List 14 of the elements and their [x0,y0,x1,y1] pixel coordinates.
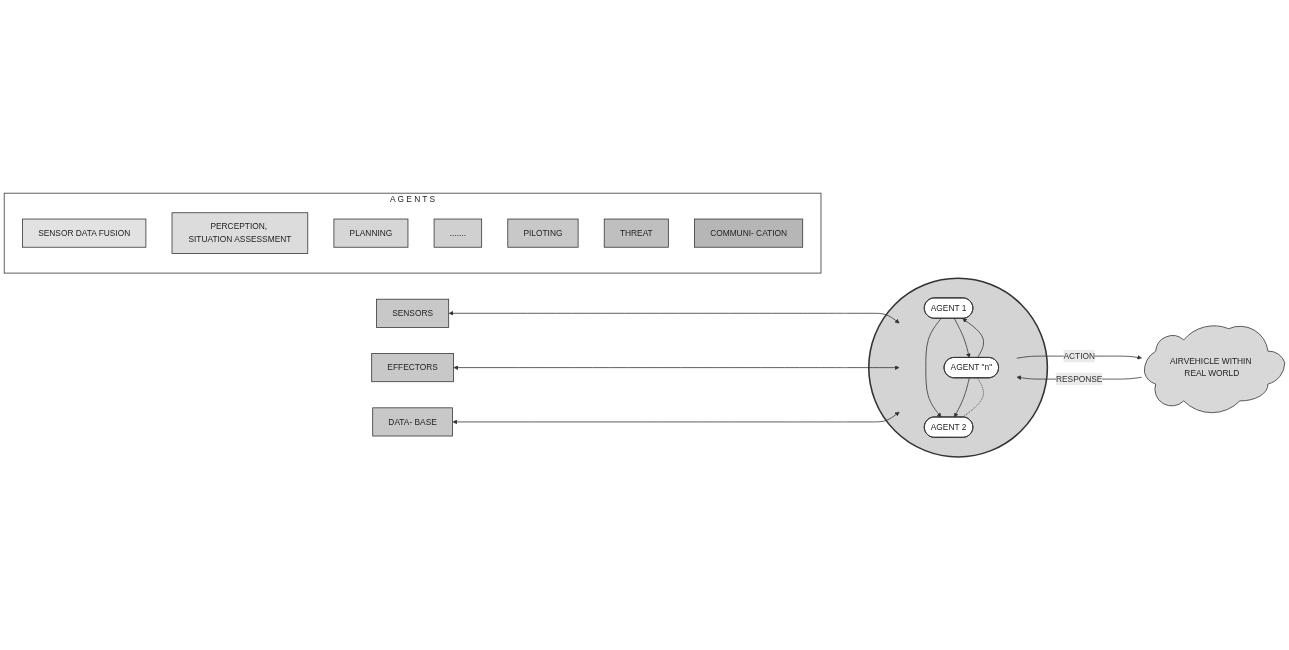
node-box: EFFECTORS [371,353,454,383]
node-box: COMMUNI- CATION [694,218,804,248]
edge-label: ACTION [1063,351,1096,361]
node-box: PLANNING [333,218,409,248]
node-box: THREAT [603,218,669,248]
edge-label: RESPONSE [1056,374,1103,384]
cluster [868,277,1049,458]
node-box: PILOTING [507,218,579,248]
node-box: ....... [433,218,483,248]
node-box: SENSOR DATA FUSION [22,218,147,248]
connector [962,377,984,418]
node-box: SENSORS [376,298,450,328]
node-box: PERCEPTION, SITUATION ASSESSMENT [171,212,309,254]
node-box: DATA- BASE [372,407,453,437]
